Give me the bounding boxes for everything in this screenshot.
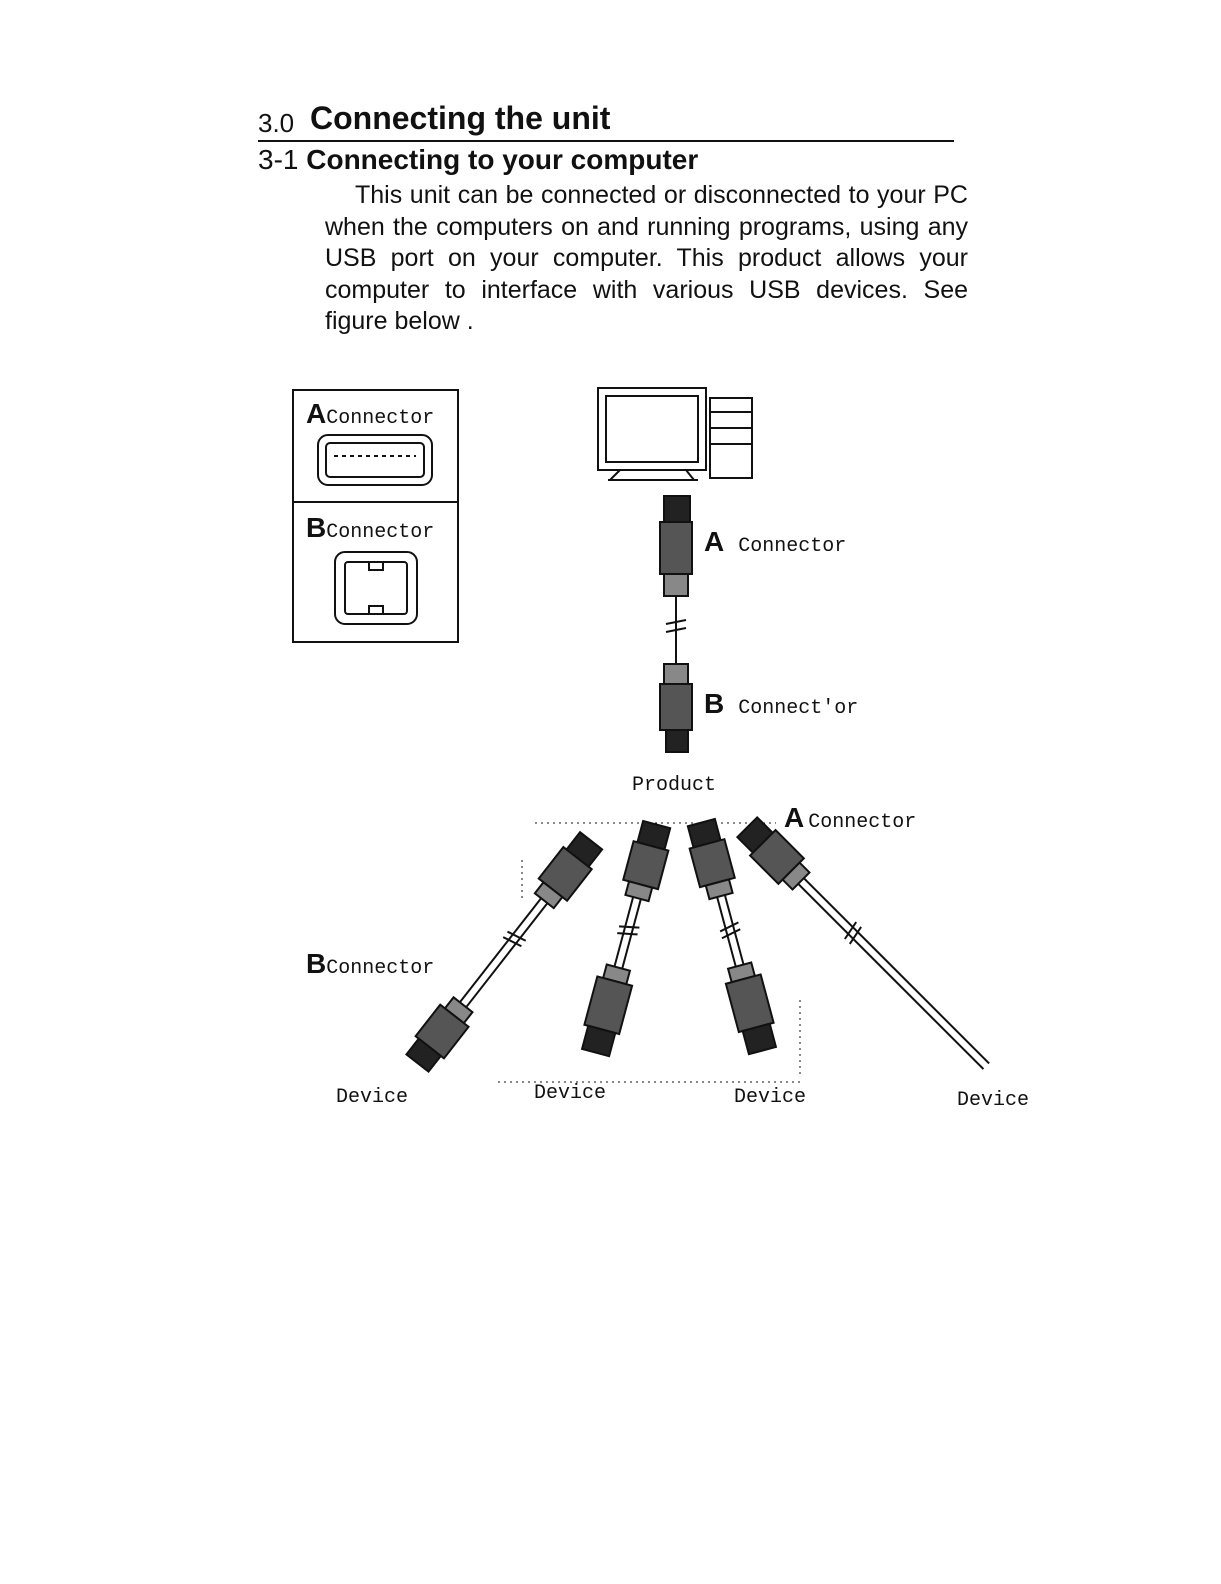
hub-b-label: BConnector: [306, 948, 435, 980]
legend-a-label: AConnector: [306, 398, 435, 430]
device-cable-4: [735, 815, 990, 1070]
usb-a-port-icon: [317, 434, 433, 486]
subsection-heading: 3-1 Connecting to your computer: [258, 144, 698, 176]
device-label-4: Device: [957, 1089, 1030, 1112]
device-cable-2: [580, 819, 672, 1058]
connector-legend-box: [292, 389, 459, 643]
device-cable-3: [686, 817, 778, 1056]
usb-b-port-icon: [334, 551, 418, 625]
intro-paragraph: This unit can be connected or disconnect…: [325, 181, 968, 335]
device-label-3: Device: [734, 1086, 807, 1109]
section-number: 3.0: [258, 108, 295, 138]
subsection-title: Connecting to your computer: [306, 144, 699, 175]
intro-paragraph-block: This unit can be connected or disconnect…: [325, 180, 968, 338]
device-label-2: Device: [534, 1082, 607, 1105]
device-cable-1: [405, 830, 604, 1074]
product-cable-icon: [659, 495, 693, 753]
subsection-number: 3-1: [258, 144, 299, 175]
section-heading: 3.0 Connecting the unit: [258, 100, 954, 142]
computer-icon: [597, 387, 753, 481]
device-label-1: Device: [336, 1086, 409, 1109]
product-label: Product: [632, 774, 717, 797]
section-title: Connecting the unit: [310, 100, 611, 136]
legend-b-label: BConnector: [306, 512, 435, 544]
